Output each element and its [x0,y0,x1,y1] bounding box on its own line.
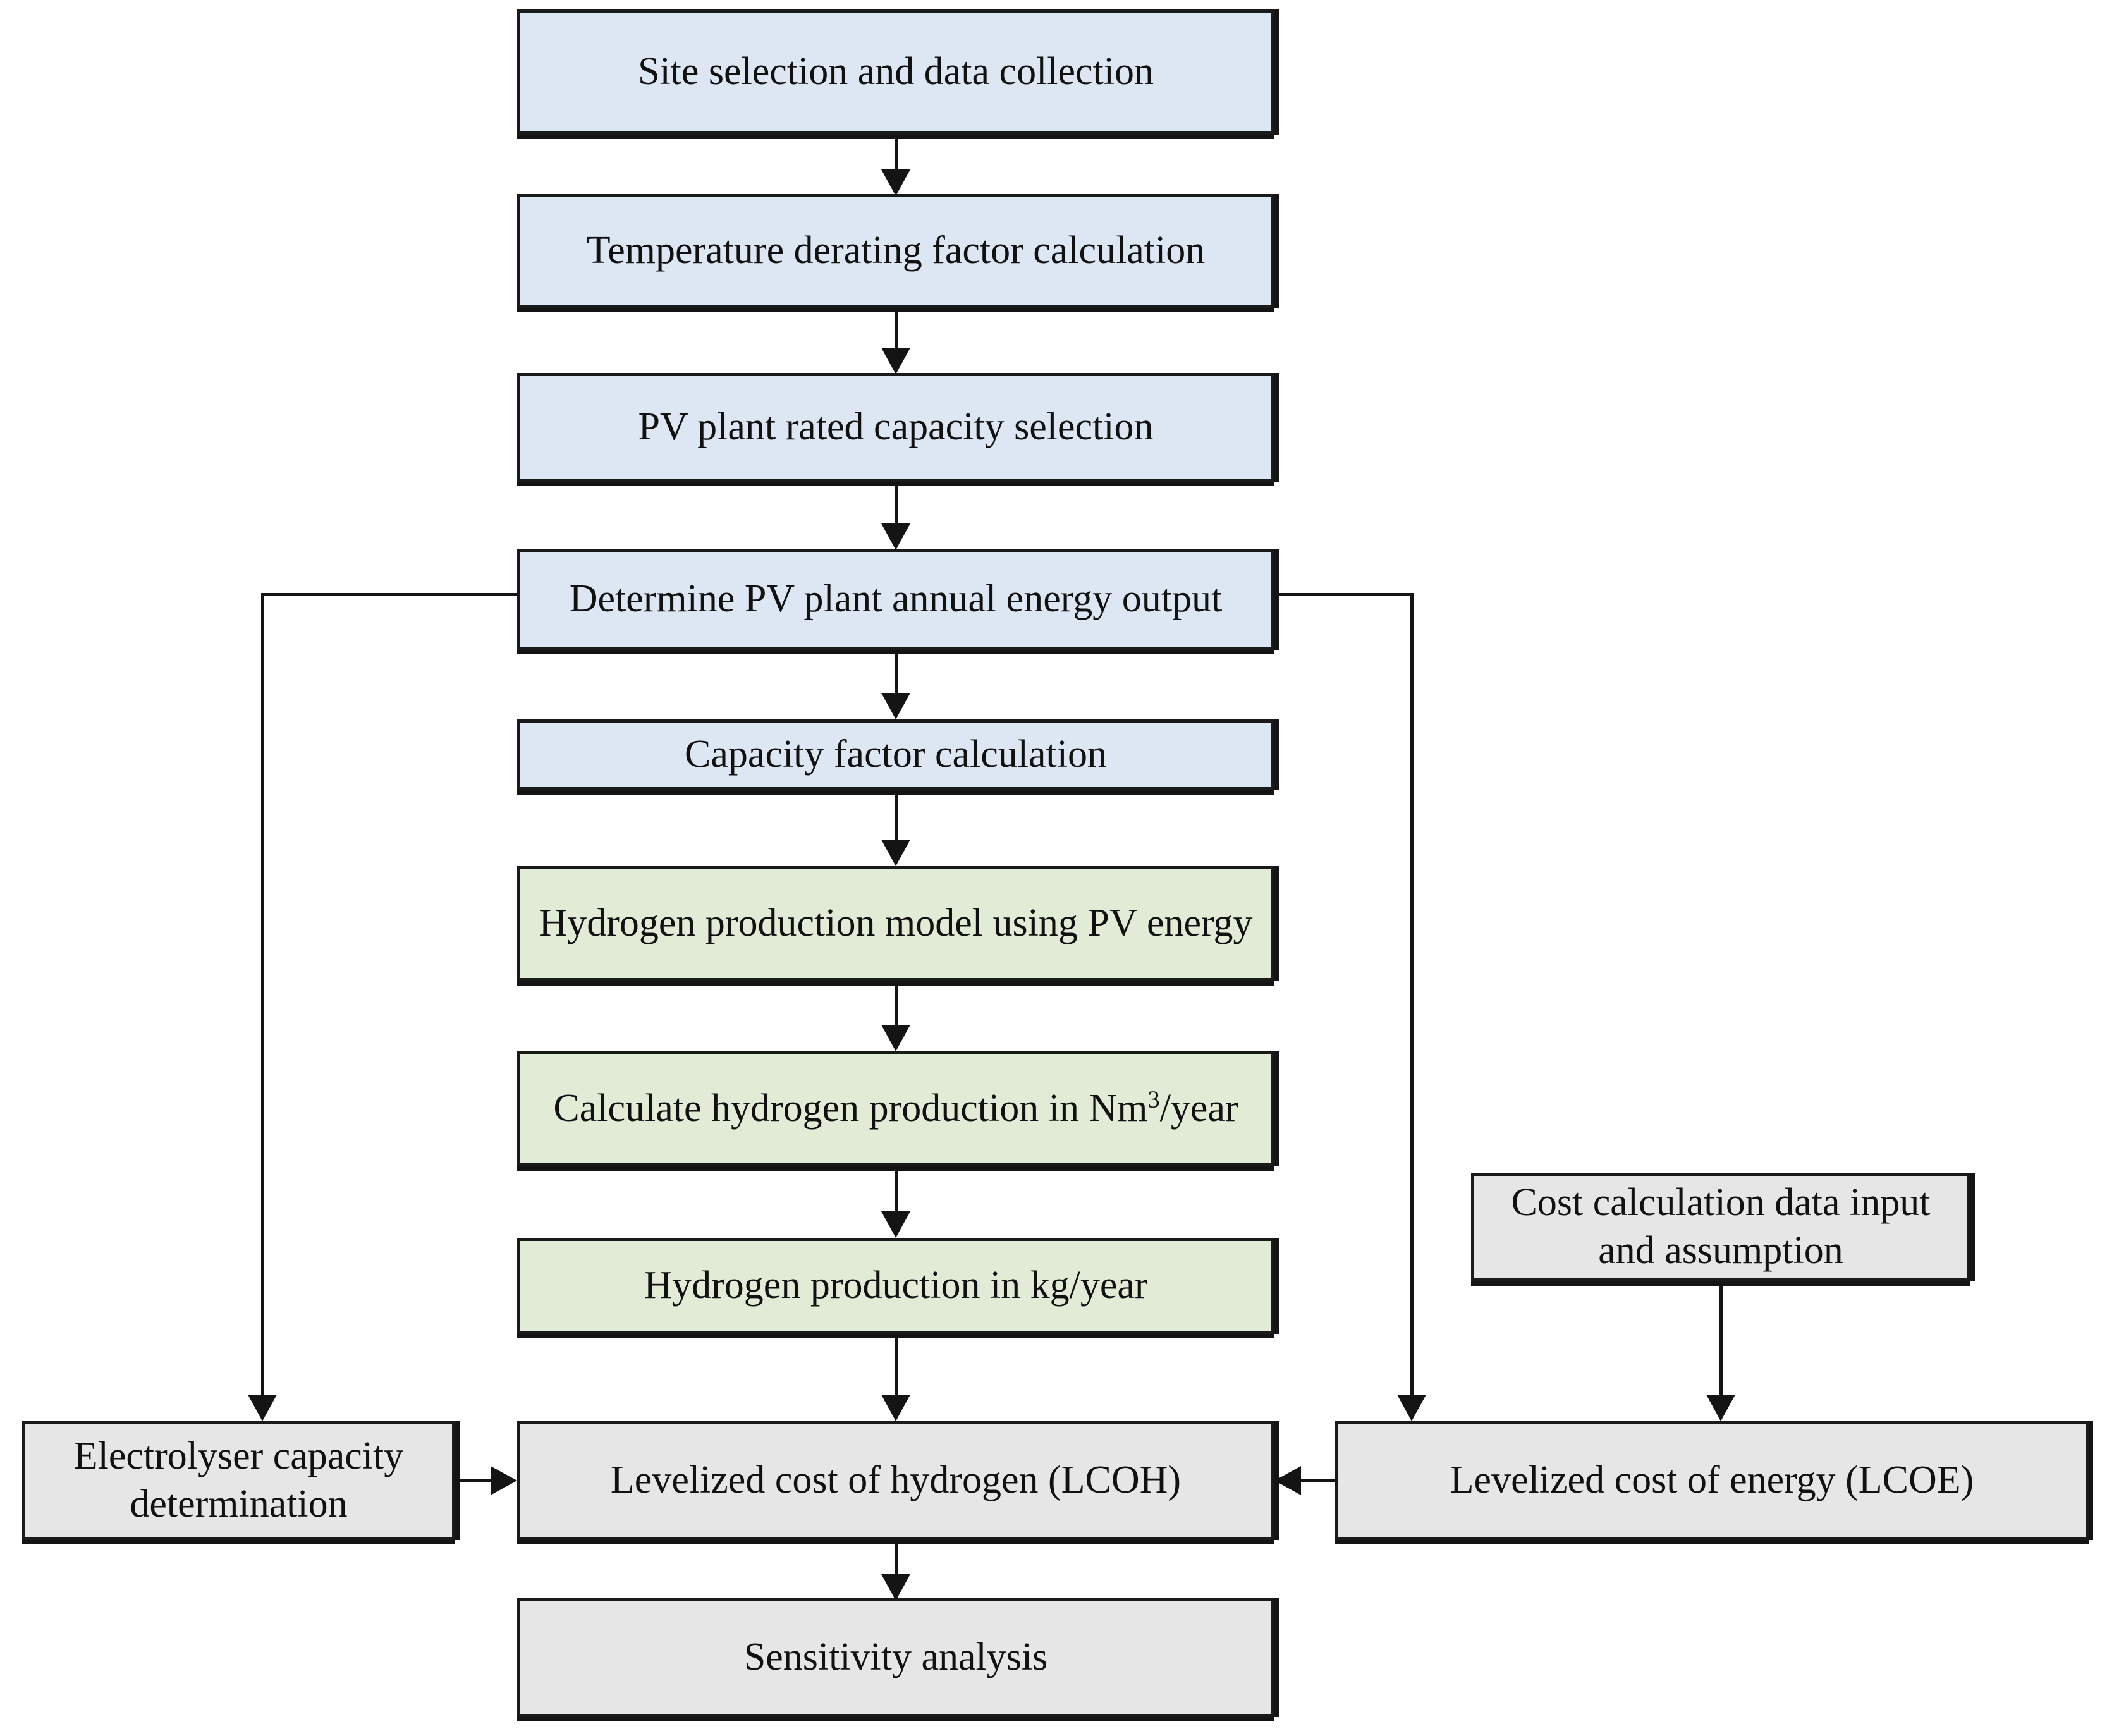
arrowhead-annual-energy-to-capacity-factor [881,693,910,719]
node-hydrogen-nm3[interactable]: Calculate hydrogen production in Nm3/yea… [517,1051,1274,1166]
edge-site-to-temperature [895,135,898,174]
node-label: Hydrogen production in kg/year [644,1264,1148,1307]
node-annual-energy-output[interactable]: Determine PV plant annual energy output [517,549,1274,650]
node-capacity-factor[interactable]: Capacity factor calculation [517,719,1274,790]
node-label: Determine PV plant annual energy output [569,577,1223,621]
node-label-part-1: Calculate hydrogen production in Nm [553,1087,1148,1130]
node-electrolyser-capacity[interactable]: Electrolyser capacity determination [22,1421,455,1540]
node-label: Sensitivity analysis [743,1635,1048,1679]
arrowhead-electrolyser-to-lcoh [491,1466,517,1495]
node-lcoh[interactable]: Levelized cost of hydrogen (LCOH) [517,1421,1274,1540]
arrowhead-lcoe-to-lcoh [1274,1466,1301,1495]
edge-capacity-factor-to-hydrogen-model [895,790,898,841]
node-label: Electrolyser capacity determination [73,1434,404,1525]
arrowhead-rated-capacity-to-annual-energy [881,523,910,550]
arrowhead-annual-energy-to-electrolyser [248,1395,277,1421]
node-label: Hydrogen production model using PV energ… [539,902,1253,945]
edge-nm3-to-kg [895,1166,898,1212]
node-label: Levelized cost of energy (LCOE) [1450,1458,1974,1502]
node-label: Site selection and data collection [637,50,1154,94]
arrowhead-hydrogen-model-to-nm3 [881,1025,910,1051]
edge-annual-energy-to-lcoe-vertical [1410,593,1414,1397]
arrowhead-annual-energy-to-lcoe [1397,1395,1426,1421]
edge-lcoh-to-sensitivity [895,1540,898,1579]
node-label: Calculate hydrogen production in Nm3/yea… [532,1085,1260,1133]
node-cost-data-input[interactable]: Cost calculation data input and assumpti… [1471,1173,1970,1281]
arrowhead-temperature-to-rated-capacity [881,348,910,374]
arrowhead-kg-to-lcoh [881,1395,910,1421]
edge-annual-energy-to-lcoe-horizontal [1273,593,1414,596]
node-sensitivity-analysis[interactable]: Sensitivity analysis [517,1598,1274,1717]
arrowhead-lcoh-to-sensitivity [881,1574,910,1601]
node-hydrogen-kg[interactable]: Hydrogen production in kg/year [517,1238,1274,1334]
node-label-part-2: /year [1159,1087,1238,1130]
node-label: Levelized cost of hydrogen (LCOH) [610,1458,1182,1502]
edge-annual-energy-to-electrolyser-vertical [261,593,264,1397]
arrowhead-cost-data-to-lcoe [1706,1395,1735,1421]
edge-electrolyser-to-lcoh [454,1479,493,1482]
arrowhead-capacity-factor-to-hydrogen-model [881,840,910,866]
node-label: Temperature derating factor calculation [586,229,1206,272]
edge-hydrogen-model-to-nm3 [895,981,898,1025]
node-hydrogen-model[interactable]: Hydrogen production model using PV energ… [517,866,1274,981]
node-site-selection[interactable]: Site selection and data collection [517,9,1274,135]
arrowhead-site-to-temperature [881,169,910,196]
edge-lcoe-to-lcoh [1300,1479,1338,1482]
node-lcoe[interactable]: Levelized cost of energy (LCOE) [1335,1421,2089,1540]
node-pv-rated-capacity[interactable]: PV plant rated capacity selection [517,373,1274,482]
node-label-superscript: 3 [1147,1086,1160,1113]
node-label: Capacity factor calculation [685,733,1107,776]
node-temperature-derating[interactable]: Temperature derating factor calculation [517,194,1274,308]
arrowhead-nm3-to-kg [881,1211,910,1238]
node-label: PV plant rated capacity selection [638,405,1154,449]
edge-annual-energy-to-capacity-factor [895,650,898,694]
node-label: Cost calculation data input and assumpti… [1511,1181,1931,1272]
edge-annual-energy-to-electrolyser-horizontal [261,593,518,596]
edge-rated-capacity-to-annual-energy [895,482,898,523]
edge-kg-to-lcoh [895,1334,898,1397]
edge-cost-data-to-lcoe [1719,1281,1723,1399]
edge-temperature-to-rated-capacity [895,308,898,349]
